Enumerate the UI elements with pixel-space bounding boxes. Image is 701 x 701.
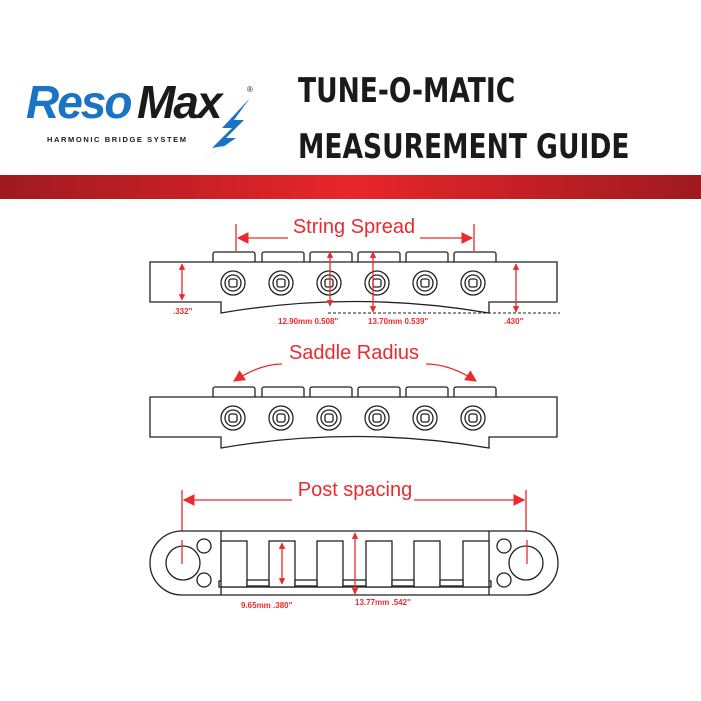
body-width-measure: 13.77mm .542" — [355, 598, 411, 607]
resomax-logo: Reso Max ® HARMONIC BRIDGE SYSTEM — [26, 76, 253, 164]
saddle-radius-diagram: Saddle Radius — [149, 342, 558, 449]
lightning-bolt-icon — [198, 98, 250, 164]
left-height-measure: .332" — [173, 307, 193, 316]
logo-tagline: HARMONIC BRIDGE SYSTEM — [47, 135, 188, 144]
slot-depth-measure: 9.65mm .380" — [241, 601, 293, 610]
post-spacing-diagram: Post spacing 9.65mm .380" 13.77mm .542" — [149, 479, 559, 610]
logo-max: Max — [137, 76, 225, 128]
right-height-measure: .430" — [504, 317, 524, 326]
string-spread-label: String Spread — [293, 216, 415, 238]
string-spread-diagram: String Spread .332" 12.90mm 0.508" 13.70… — [149, 216, 560, 326]
center-left-measure: 12.90mm 0.508" — [278, 317, 338, 326]
title-line-1: TUNE-O-MATIC — [298, 72, 515, 111]
title-line-2: MEASUREMENT GUIDE — [298, 128, 629, 167]
post-spacing-label: Post spacing — [298, 479, 413, 501]
registered-mark: ® — [247, 85, 253, 94]
logo-reso: Reso — [26, 76, 131, 128]
header-band — [0, 175, 701, 199]
center-right-measure: 13.70mm 0.539" — [368, 317, 428, 326]
saddle-radius-label: Saddle Radius — [289, 342, 419, 364]
